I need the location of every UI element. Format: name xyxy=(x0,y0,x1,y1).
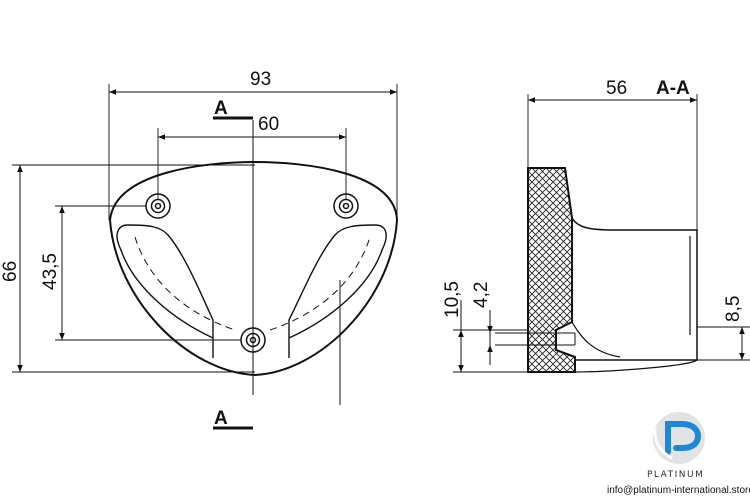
platinum-logo: PLATINUM xyxy=(647,412,705,480)
section-title: A-A xyxy=(656,78,690,99)
dim-hole-height: 43,5 xyxy=(40,253,61,290)
front-recess-right xyxy=(288,224,387,358)
watermark-email: info@platinum-international.store xyxy=(607,485,750,496)
logo-p-icon xyxy=(665,421,702,455)
front-recess-left xyxy=(116,224,214,358)
dim-depth: 56 xyxy=(606,78,627,99)
front-view xyxy=(12,84,399,430)
dim-8-5: 8,5 xyxy=(723,296,744,322)
section-hatched-wall xyxy=(527,167,576,373)
dim-10-5: 10,5 xyxy=(442,281,463,318)
dim-hole-spacing: 60 xyxy=(258,114,279,135)
dim-overall-width: 93 xyxy=(250,69,271,90)
section-cup xyxy=(571,217,698,361)
section-view xyxy=(453,94,750,373)
section-label-top: A xyxy=(214,98,228,119)
dim-overall-height: 66 xyxy=(0,261,21,282)
front-hidden-line xyxy=(134,236,371,331)
logo-brand-text: PLATINUM xyxy=(647,470,704,480)
section-label-bottom: A xyxy=(214,408,228,429)
dim-4-2: 4,2 xyxy=(471,282,492,308)
